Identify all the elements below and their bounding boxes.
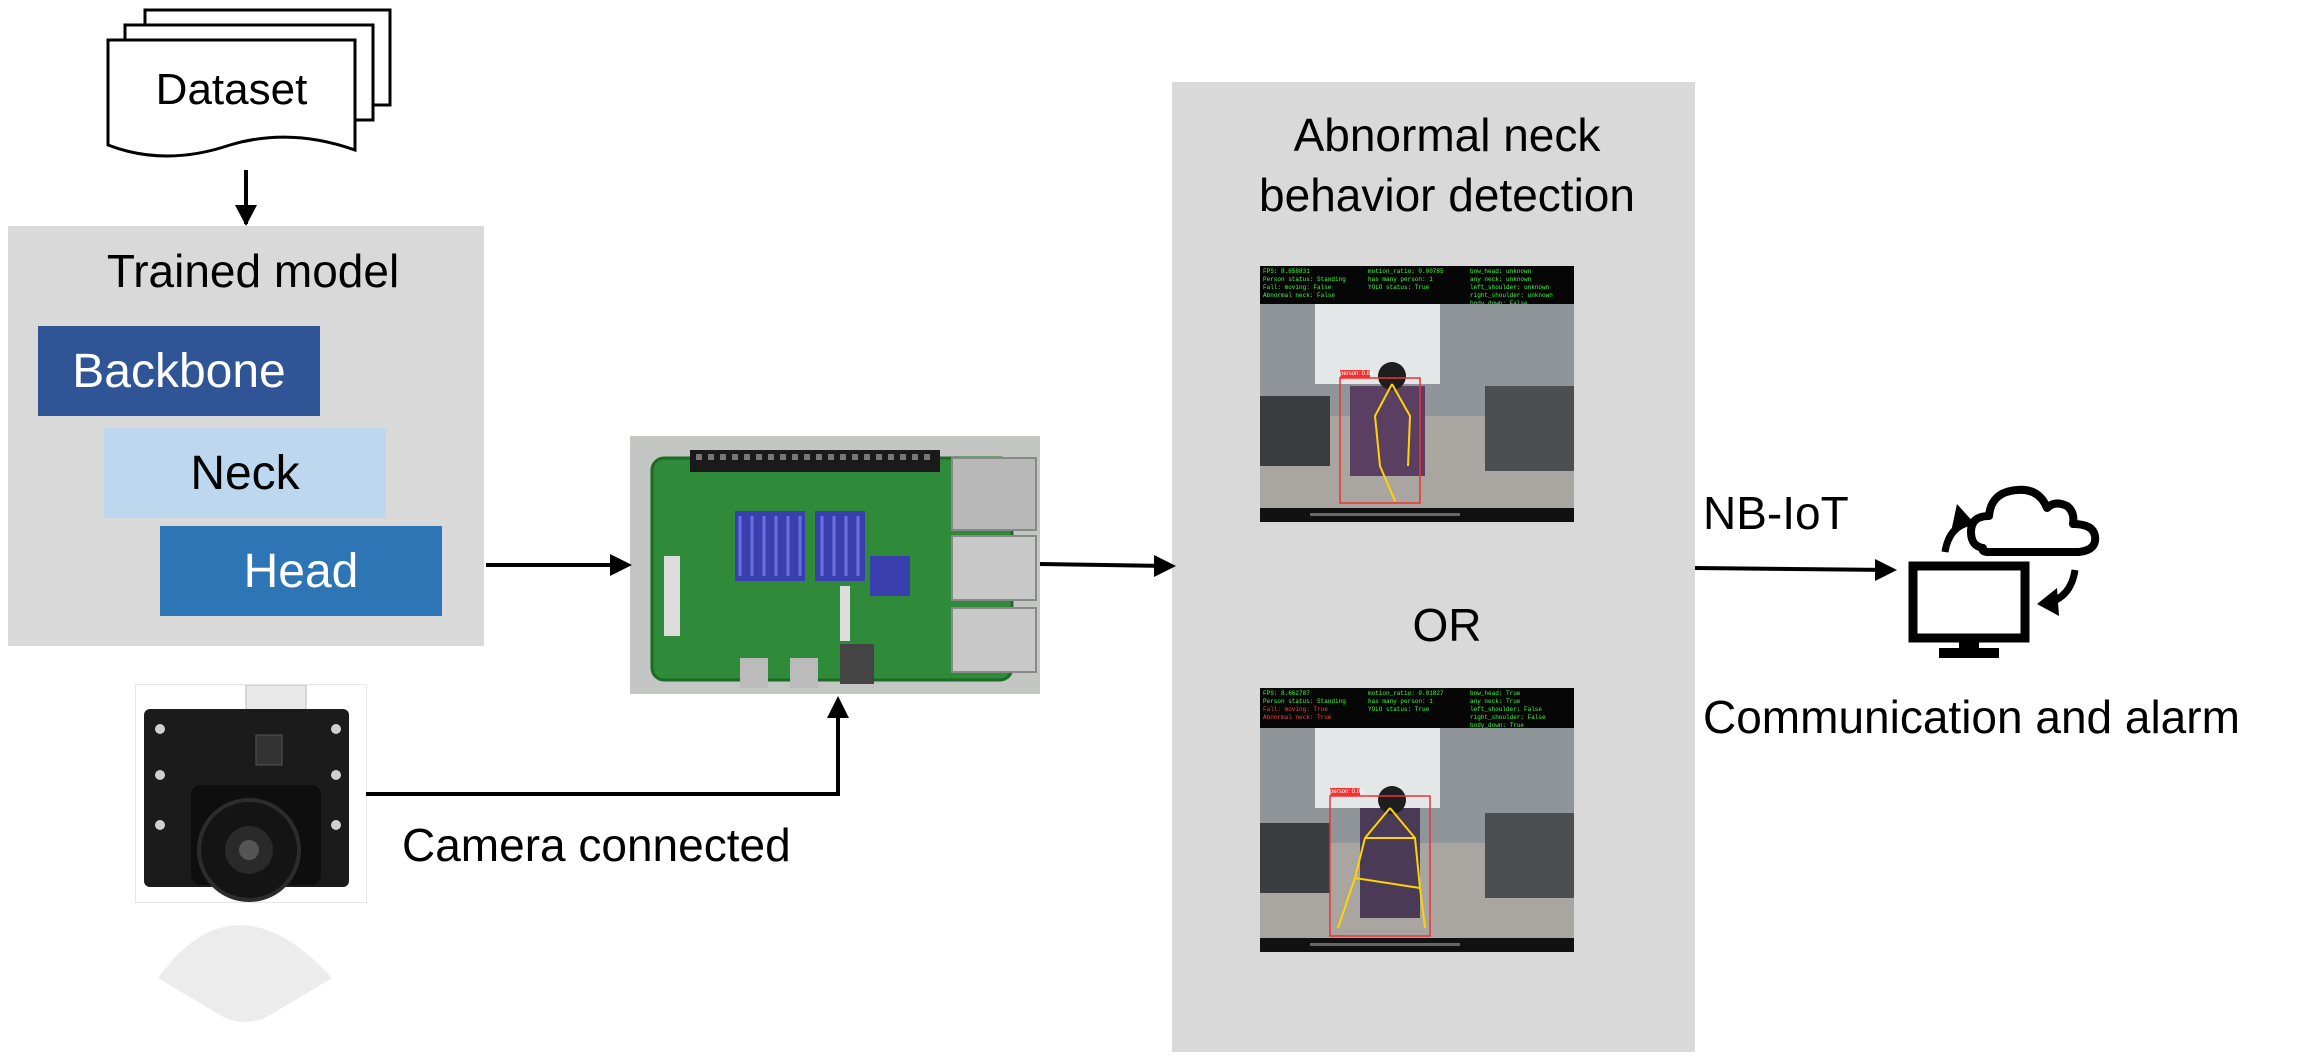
detection-title-line2: behavior detection xyxy=(1259,169,1635,221)
frame-overlay-bar xyxy=(1260,688,1574,728)
overlay-line: any neck: True xyxy=(1470,698,1521,705)
overlay-col3: bow_head: unknown any neck: unknown left… xyxy=(1470,268,1570,308)
overlay-line: any neck: unknown xyxy=(1470,276,1532,283)
frame-overlay-bar xyxy=(1260,266,1574,304)
overlay-line: body_down: False xyxy=(1470,300,1528,307)
arrow-detection-to-alarm xyxy=(1694,566,1893,572)
lab-scene-illustration xyxy=(1260,728,1574,952)
overlay-line: FPS: 8.662787 xyxy=(1263,690,1310,697)
overlay-col2: motion_ratio: 0.01827 has many person: 1… xyxy=(1368,690,1468,714)
overlay-line: Person status: Standing xyxy=(1263,698,1346,705)
overlay-line: left_shoulder: False xyxy=(1470,706,1543,713)
computer-cloud-sync-icon xyxy=(1908,485,2100,658)
overlay-col1: FPS: 8.658831 Person status: Standing Fa… xyxy=(1263,268,1363,300)
overlay-line: motion_ratio: 0.01827 xyxy=(1368,690,1444,697)
camera-connected-label: Camera connected xyxy=(402,819,791,871)
document-stack-icon xyxy=(106,8,392,158)
protocol-label: NB-IoT xyxy=(1703,487,1849,539)
head-label: Head xyxy=(243,544,359,598)
overlay-line: YOLO status: True xyxy=(1368,706,1430,713)
overlay-line: bow_head: True xyxy=(1470,690,1521,697)
overlay-col2: motion_ratio: 0.00785 has many person: 1… xyxy=(1368,268,1468,292)
overlay-line: has many person: 1 xyxy=(1368,276,1433,283)
overlay-line: has many person: 1 xyxy=(1368,698,1433,705)
camera-icon xyxy=(144,685,349,902)
camera-module xyxy=(135,684,367,903)
arrow-camera-to-board xyxy=(366,700,840,796)
overlay-line: right_shoulder: False xyxy=(1470,714,1546,721)
overlay-col3: bow_head: True any neck: True left_shoul… xyxy=(1470,690,1570,730)
overlay-line: right_shoulder: unknown xyxy=(1470,292,1553,299)
communication-label: Communication and alarm xyxy=(1703,691,2240,743)
backbone-label: Backbone xyxy=(72,344,286,398)
overlay-line: bow_head: unknown xyxy=(1470,268,1532,275)
raspberry-pi-board xyxy=(630,436,1040,694)
neck-block: Neck xyxy=(104,428,386,518)
overlay-line: motion_ratio: 0.00785 xyxy=(1368,268,1444,275)
overlay-line: Person status: Standing xyxy=(1263,276,1346,283)
person-box-tag: person: 0.88 xyxy=(1340,371,1374,377)
or-label: OR xyxy=(1412,599,1482,651)
detection-frame-abnormal: FPS: 8.662787 Person status: Standing Fa… xyxy=(1260,688,1574,952)
overlay-line: FPS: 8.658831 xyxy=(1263,268,1310,275)
overlay-line: YOLO status: True xyxy=(1368,284,1430,291)
dataset-label: Dataset xyxy=(155,65,308,114)
detection-frame-normal: FPS: 8.658831 Person status: Standing Fa… xyxy=(1260,266,1574,522)
overlay-line: body_down: True xyxy=(1470,722,1525,729)
overlay-line: Fall: moving: False xyxy=(1263,284,1332,291)
overlay-line: left_shoulder: unknown xyxy=(1470,284,1550,291)
head-block: Head xyxy=(160,526,442,616)
overlay-line: Abnormal neck: True xyxy=(1263,714,1332,721)
detection-title-line1: Abnormal neck xyxy=(1293,109,1601,161)
overlay-line: Abnormal neck: False xyxy=(1263,292,1336,299)
arrow-board-to-detection xyxy=(1039,562,1171,568)
backbone-block: Backbone xyxy=(38,326,320,416)
person-box-tag: person: 0.91 xyxy=(1330,789,1364,795)
overlay-line: Fall: moving: True xyxy=(1263,706,1328,713)
board-illustration xyxy=(650,450,1037,688)
lab-scene-illustration xyxy=(1260,304,1574,522)
trained-model-title: Trained model xyxy=(106,245,400,297)
dataset-stack: Dataset xyxy=(105,5,395,170)
overlay-col1: FPS: 8.662787 Person status: Standing Fa… xyxy=(1263,690,1363,722)
neck-label: Neck xyxy=(190,446,300,500)
camera-view-cone xyxy=(158,925,332,1022)
